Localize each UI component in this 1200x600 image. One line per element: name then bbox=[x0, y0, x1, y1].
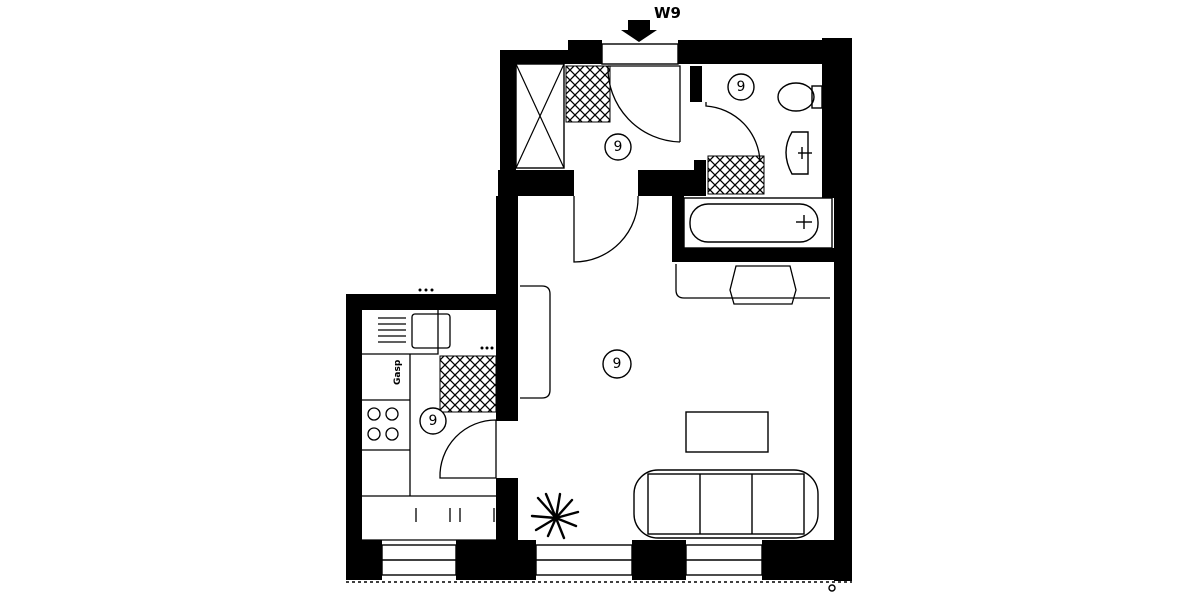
base-cabinets bbox=[362, 495, 496, 541]
bathroom-label: 9 bbox=[737, 79, 746, 95]
kitchen: Gasp 9 bbox=[362, 288, 497, 541]
living-room-label: 9 bbox=[613, 356, 622, 372]
bathtub bbox=[683, 197, 833, 249]
hatched-floor bbox=[707, 155, 765, 195]
hatched-floor bbox=[565, 65, 611, 123]
entry-arrow-icon bbox=[621, 20, 657, 42]
living-room-door bbox=[573, 195, 639, 263]
kitchen-label: 9 bbox=[429, 413, 438, 429]
counter bbox=[362, 310, 439, 355]
stove-burners-icon bbox=[367, 407, 399, 441]
chair bbox=[729, 265, 797, 305]
living-room: 9 bbox=[520, 195, 830, 540]
hatched-floor bbox=[439, 355, 497, 413]
desk bbox=[675, 264, 830, 299]
sink bbox=[785, 131, 812, 175]
bathroom: 9 bbox=[683, 73, 833, 249]
walls bbox=[346, 38, 852, 581]
hallway-label: 9 bbox=[614, 139, 623, 155]
windows bbox=[346, 43, 852, 592]
door-swing bbox=[608, 65, 681, 142]
plant-icon bbox=[530, 492, 580, 540]
stove-label: Gasp bbox=[393, 359, 403, 385]
sofa bbox=[633, 469, 819, 539]
kitchen-sink bbox=[378, 313, 451, 349]
toilet bbox=[777, 82, 823, 112]
wardrobe bbox=[515, 63, 565, 169]
bathroom-door bbox=[705, 102, 761, 163]
kitchen-door bbox=[439, 419, 497, 479]
hallway: 9 bbox=[515, 63, 681, 169]
entry-marker: W9 bbox=[621, 4, 681, 42]
shelf bbox=[520, 285, 551, 399]
entry-label: W9 bbox=[654, 4, 681, 22]
coffee-table bbox=[685, 411, 769, 453]
